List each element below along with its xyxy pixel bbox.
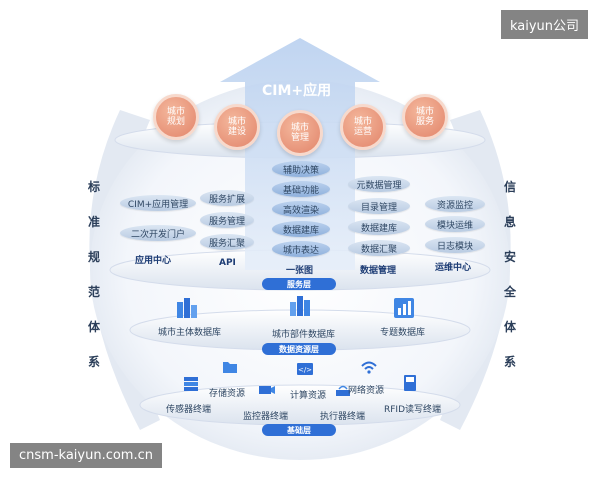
data-layer-item: 城市部件数据库: [272, 330, 336, 340]
left-char: 系: [88, 355, 101, 369]
data-mgmt-item: 目录管理: [348, 198, 410, 214]
base-bottom-item: 执行器终端: [320, 412, 366, 422]
city-app-operation: 城市运营: [340, 104, 386, 150]
city-app-service: 城市服务: [402, 94, 448, 140]
data-mgmt-item: 数据建库: [348, 219, 410, 235]
watermark-bottom: cnsm-kaiyun.com.cn: [10, 443, 162, 468]
one-map-item: 辅助决策: [272, 161, 330, 177]
one-map-item: 数据建库: [272, 221, 330, 237]
right-char: 息: [504, 215, 517, 229]
right-char: 体: [504, 320, 517, 334]
svg-text:</>: </>: [298, 366, 312, 374]
database-icon: [290, 296, 310, 316]
base-top-item: 存储资源: [209, 389, 246, 399]
wifi-icon: [361, 361, 377, 374]
left-char: 规: [88, 250, 101, 264]
data-mgmt-label: 数据管理: [360, 266, 397, 276]
ops-center-item: 日志模块: [425, 237, 485, 253]
api-item: 服务扩展: [200, 190, 254, 206]
arrow-title: CIM+应用: [262, 83, 332, 99]
city-app-management: 城市管理: [277, 110, 323, 156]
rfid-reader-icon: [404, 375, 416, 391]
right-char: 信: [504, 180, 517, 194]
city-app-planning: 城市规划: [153, 94, 199, 140]
router-icon: [336, 385, 350, 396]
data-mgmt-item: 数据汇聚: [348, 240, 410, 256]
app-center-item: CIM+应用管理: [120, 195, 196, 211]
app-center-item: 二次开发门户: [120, 225, 196, 241]
right-char: 安: [504, 250, 517, 264]
one-map-item: 高效渲染: [272, 201, 330, 217]
right-char: 全: [504, 285, 517, 299]
base-top-item: 计算资源: [290, 391, 327, 401]
folder-icon: [223, 362, 237, 373]
right-char: 系: [504, 355, 517, 369]
chart-icon: [394, 298, 414, 318]
base-bottom-item: 传感器终端: [166, 405, 212, 415]
watermark-top: kaiyun公司: [500, 10, 588, 39]
api-item: 服务管理: [200, 212, 254, 228]
base-bottom-item: 监控器终端: [243, 412, 289, 422]
camera-icon: [259, 386, 275, 394]
right-vertical-label: 信 息 安 全 体 系: [504, 178, 516, 370]
data-layer-item: 城市主体数据库: [158, 328, 222, 338]
api-label: API: [219, 258, 236, 268]
base-layer-badge: 基础层: [262, 424, 336, 436]
ops-center-label: 运维中心: [435, 263, 472, 273]
database-icon: [177, 298, 197, 318]
data-mgmt-item: 元数据管理: [348, 176, 410, 192]
left-vertical-label: 标 准 规 范 体 系: [88, 178, 100, 370]
app-center-label: 应用中心: [135, 256, 172, 266]
left-char: 标: [88, 180, 101, 194]
service-layer-badge: 服务层: [262, 278, 336, 290]
api-item: 服务汇聚: [200, 234, 254, 250]
left-char: 准: [88, 215, 101, 229]
data-layer-badge: 数据资源层: [262, 343, 336, 355]
left-char: 体: [88, 320, 101, 334]
code-icon: </>: [297, 363, 313, 375]
city-app-construction: 城市建设: [214, 104, 260, 150]
one-map-item: 城市表达: [272, 241, 330, 257]
base-top-item: 网络资源: [348, 386, 385, 396]
data-layer-item: 专题数据库: [380, 328, 426, 338]
base-bottom-item: RFID读写终端: [384, 405, 442, 415]
one-map-label: 一张图: [286, 266, 314, 276]
ops-center-item: 资源监控: [425, 196, 485, 212]
ops-center-item: 模块运维: [425, 216, 485, 232]
left-char: 范: [88, 285, 101, 299]
one-map-item: 基础功能: [272, 181, 330, 197]
server-icon: [184, 377, 198, 391]
